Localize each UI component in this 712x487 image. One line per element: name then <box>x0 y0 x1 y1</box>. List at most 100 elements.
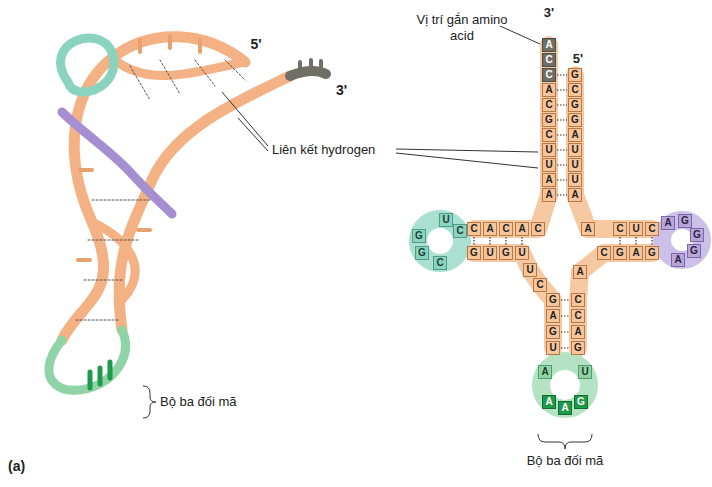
nucleotide-box: A <box>542 173 556 187</box>
nucleotide-letter: G <box>571 114 579 125</box>
hydrogen-bond <box>489 237 490 245</box>
nucleotide-box: A <box>483 222 497 236</box>
nucleotide-box: C <box>542 98 556 112</box>
nucleotide-box: G <box>645 246 659 260</box>
nucleotide-letter: C <box>574 294 581 305</box>
nucleotide-letter: U <box>486 247 493 258</box>
nucleotide-box: G <box>568 113 582 127</box>
nucleotide-letter: G <box>415 230 423 241</box>
nucleotide-box: U <box>523 263 537 277</box>
nucleotide-box: G <box>568 98 582 112</box>
nucleotide-box: U <box>515 246 529 260</box>
end-label: 5' <box>250 36 261 53</box>
nucleotide-letter: A <box>545 189 552 200</box>
nucleotide-box: A <box>546 309 560 323</box>
nucleotide-box: G <box>678 214 692 228</box>
nucleotide-letter: A <box>561 402 568 413</box>
hydrogen-bond <box>557 179 567 180</box>
nucleotide-letter: C <box>545 69 552 80</box>
nucleotide-box: G <box>415 246 429 260</box>
nucleotide-box: G <box>687 244 701 258</box>
nucleotide-letter: G <box>574 342 582 353</box>
nucleotide-box: C <box>531 222 545 236</box>
nucleotide-letter: C <box>545 54 552 65</box>
nucleotide-box: C <box>542 53 556 67</box>
hydrogen-bond <box>505 237 506 245</box>
nucleotide-letter: C <box>571 84 578 95</box>
nucleotide-letter: A <box>584 223 591 234</box>
nucleotide-letter: U <box>571 174 578 185</box>
nucleotide-box: U <box>483 246 497 260</box>
nucleotide-box: A <box>573 265 587 279</box>
nucleotide-box: A <box>629 246 643 260</box>
nucleotide-box: G <box>499 246 513 260</box>
nucleotide-box: A <box>538 365 552 379</box>
nucleotide-box: U <box>542 158 556 172</box>
nucleotide-box: U <box>542 143 556 157</box>
nucleotide-box: G <box>568 68 582 82</box>
nucleotide-letter: C <box>536 279 543 290</box>
nucleotide-letter: G <box>648 247 656 258</box>
nucleotide-letter: C <box>574 310 581 321</box>
nucleotide-letter: G <box>577 396 585 407</box>
nucleotide-box: C <box>568 83 582 97</box>
nucleotide-letter: G <box>571 99 579 110</box>
callout-label: Bộ ba đối mã <box>160 394 237 410</box>
hydrogen-bond <box>561 347 570 348</box>
nucleotide-box: G <box>690 228 704 242</box>
nucleotide-letter: A <box>545 84 552 95</box>
nucleotide-letter: A <box>545 174 552 185</box>
nucleotide-box: U <box>439 213 453 227</box>
nucleotide-letter: G <box>693 229 701 240</box>
nucleotide-box: G <box>542 113 556 127</box>
nucleotide-letter: C <box>470 223 477 234</box>
hydrogen-bond <box>557 164 567 165</box>
nucleotide-letter: G <box>549 326 557 337</box>
nucleotide-box: G <box>467 246 481 260</box>
nucleotide-letter: U <box>442 214 449 225</box>
nucleotide-box: G <box>574 395 588 409</box>
nucleotide-letter: G <box>690 245 698 256</box>
hydrogen-bond <box>561 331 570 332</box>
nucleotide-letter: C <box>502 223 509 234</box>
nucleotide-letter: C <box>545 129 552 140</box>
nucleotide-box: A <box>661 216 675 230</box>
nucleotide-box: A <box>515 222 529 236</box>
nucleotide-box: C <box>433 256 447 270</box>
hydrogen-bond <box>557 74 567 75</box>
nucleotide-box: G <box>546 293 560 307</box>
hydrogen-bond <box>561 315 570 316</box>
callout-label: Bộ ba đối mã <box>527 453 604 469</box>
nucleotide-letter: A <box>486 223 493 234</box>
nucleotide-box: U <box>568 173 582 187</box>
callout-label: Vị trí gắn amino acid <box>414 12 510 43</box>
nucleotide-box: A <box>542 83 556 97</box>
hydrogen-bond <box>557 134 567 135</box>
nucleotide-letter: A <box>674 254 681 265</box>
nucleotide-box: A <box>542 395 556 409</box>
nucleotide-letter: C <box>545 99 552 110</box>
hydrogen-bond <box>473 237 474 245</box>
end-label: 3' <box>544 5 554 21</box>
nucleotide-letter: A <box>574 326 581 337</box>
hydrogen-bond <box>619 237 620 245</box>
hydrogen-bond <box>521 237 522 245</box>
nucleotide-box: A <box>542 188 556 202</box>
nucleotide-letter: A <box>571 189 578 200</box>
nucleotide-box: G <box>571 341 585 355</box>
nucleotide-box: C <box>613 222 627 236</box>
hydrogen-bond <box>651 237 652 245</box>
hydrogen-bond <box>635 237 636 245</box>
nucleotide-box: G <box>613 246 627 260</box>
end-label: 3' <box>336 82 347 99</box>
nucleotide-box: C <box>542 68 556 82</box>
nucleotide-letter: C <box>648 223 655 234</box>
nucleotide-letter: A <box>545 39 552 50</box>
nucleotide-letter: G <box>681 215 689 226</box>
nucleotide-box: A <box>568 188 582 202</box>
nucleotide-box: U <box>568 143 582 157</box>
callout-label: Liên kết hydrogen <box>272 142 375 158</box>
hydrogen-bond <box>561 299 570 300</box>
